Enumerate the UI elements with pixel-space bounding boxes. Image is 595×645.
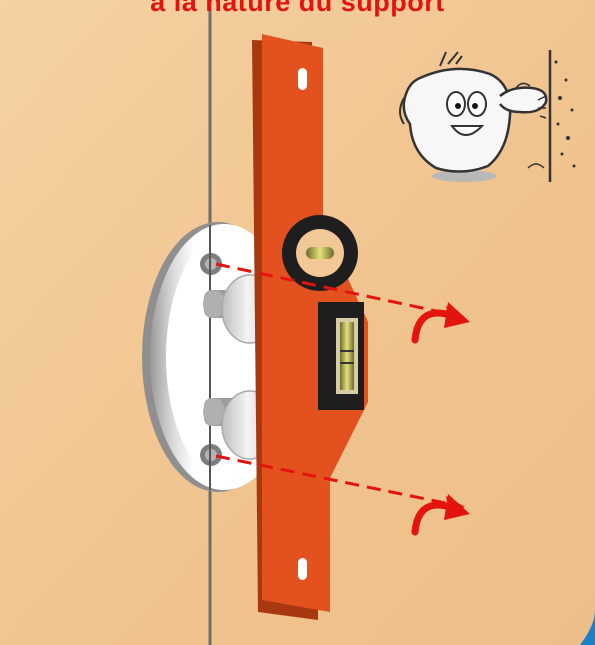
page-title: à la nature du support — [0, 0, 595, 18]
